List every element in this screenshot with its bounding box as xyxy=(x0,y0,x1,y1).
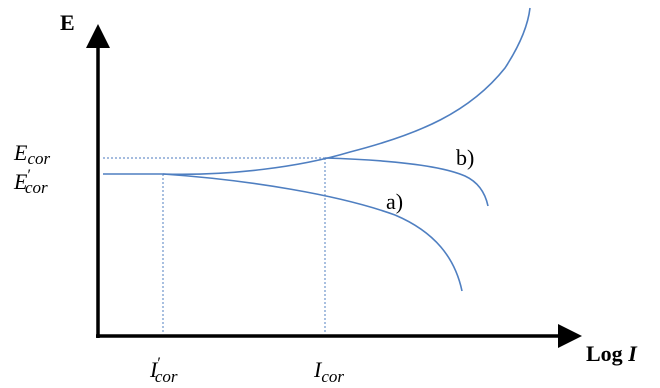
i-cor-prime-label-prime: ′ xyxy=(157,355,161,372)
curve-a xyxy=(162,173,463,292)
x-axis-arrow xyxy=(558,324,582,348)
e-cor-prime-label-base: E xyxy=(13,169,28,194)
i-cor-prime-label-base: I xyxy=(149,357,159,382)
curve-b xyxy=(324,157,489,207)
curve-b-label: b) xyxy=(456,145,474,170)
curve-a-label: a) xyxy=(386,189,403,214)
e-cor-prime-label: E′cor xyxy=(13,167,48,197)
i-cor-label: Icor xyxy=(313,357,344,386)
e-cor-prime-label-prime: ′ xyxy=(27,167,31,184)
i-cor-label-base: I xyxy=(313,357,323,382)
i-cor-prime-label-sub: cor xyxy=(155,367,178,386)
e-cor-prime-label-sub: cor xyxy=(25,178,48,197)
y-axis-label: E xyxy=(60,10,75,35)
e-cor-label-base: E xyxy=(13,140,28,165)
e-cor-label-sub: cor xyxy=(27,149,50,168)
x-axis-label-var: I xyxy=(627,341,638,366)
y-axis-arrow xyxy=(86,24,110,48)
x-axis-label: Log I xyxy=(586,341,638,366)
e-cor-label: Ecor xyxy=(13,140,50,168)
x-axis-label-prefix: Log xyxy=(586,341,628,366)
anodic-curve xyxy=(162,7,531,176)
i-cor-label-sub: cor xyxy=(321,367,344,386)
i-cor-prime-label: I′cor xyxy=(149,355,178,386)
